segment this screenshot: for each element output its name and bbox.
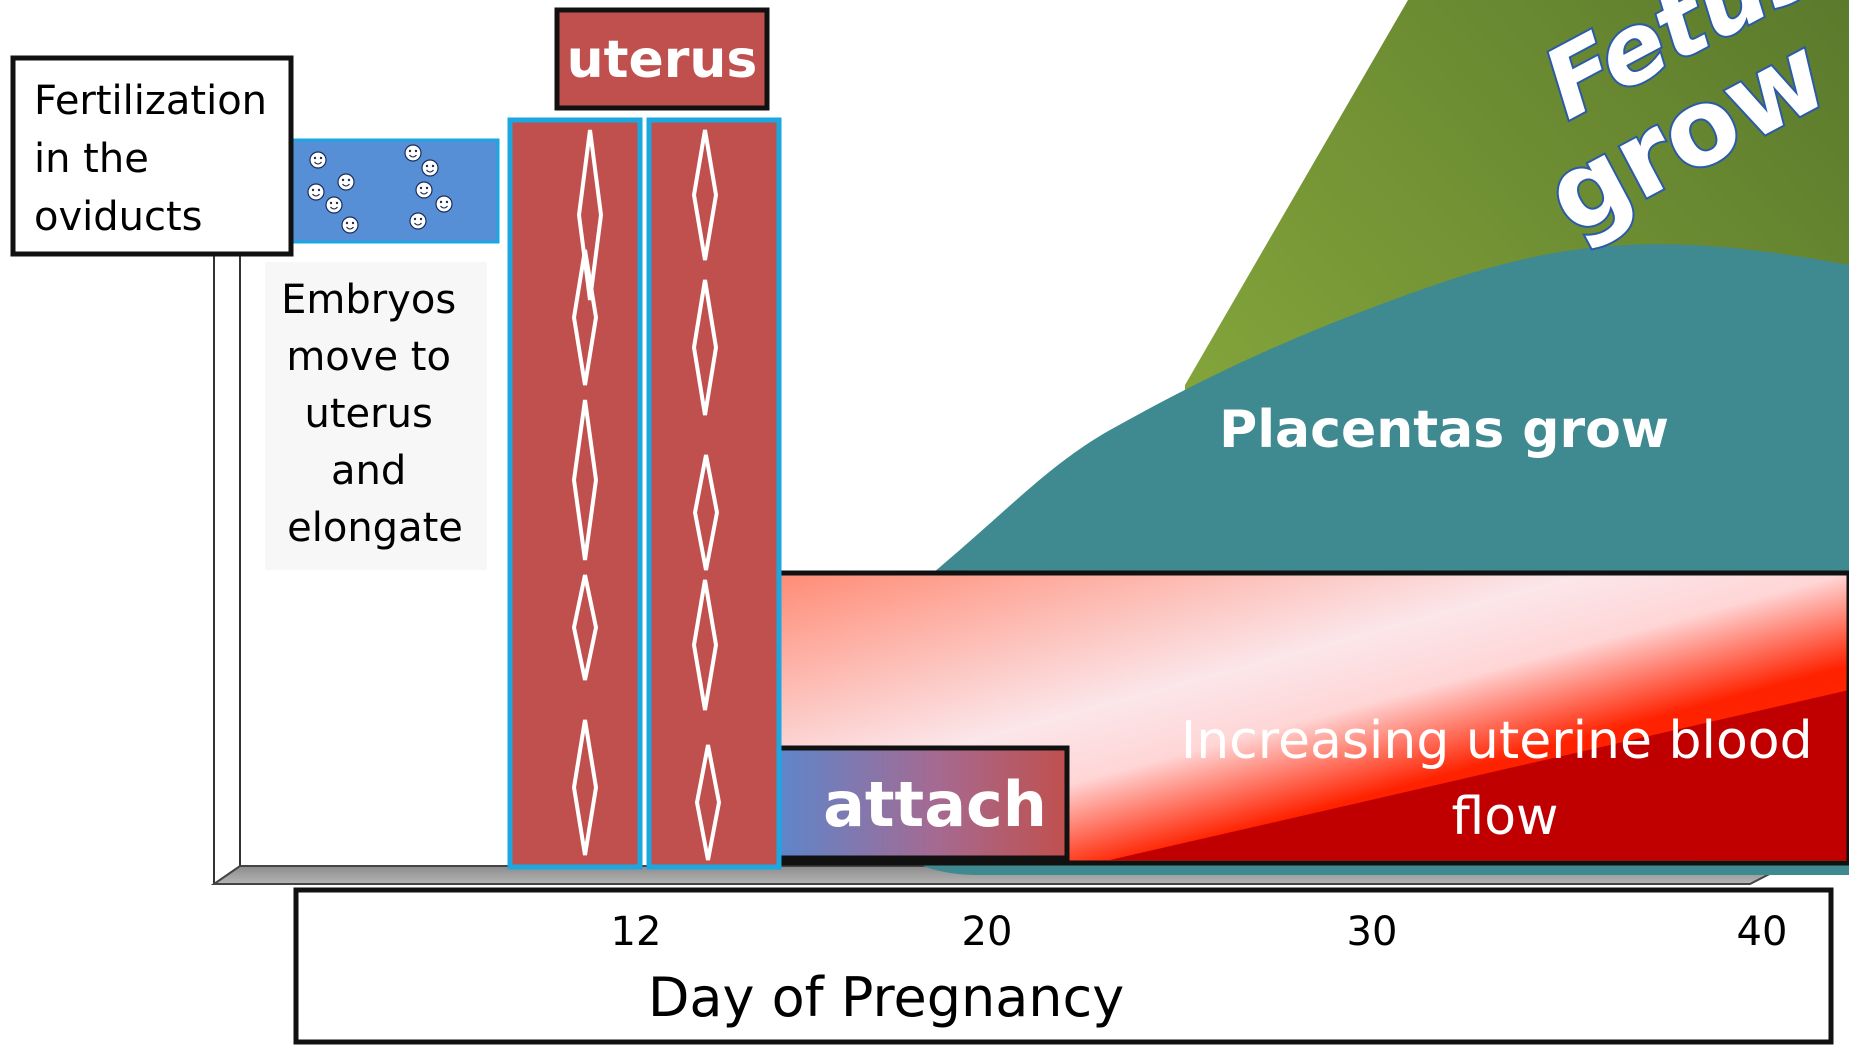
smiley-face-icon	[410, 213, 426, 229]
axis-tick-20: 20	[962, 909, 1013, 955]
embryos-move-label: Embryos move to uterus and elongate	[281, 277, 469, 551]
x-axis-title: Day of Pregnancy	[648, 966, 1124, 1029]
axis-tick-12: 12	[611, 909, 662, 955]
smiley-face-icon	[422, 160, 438, 176]
smiley-face-icon	[338, 174, 354, 190]
embryos-move-line-2: move to	[286, 334, 451, 380]
axis-back-wall	[214, 240, 240, 884]
embryos-move-line-3: uterus	[305, 391, 433, 437]
smiley-face-icon	[326, 197, 342, 213]
attach-label: attach	[823, 768, 1047, 841]
fertilization-line-3: oviducts	[34, 194, 203, 240]
smiley-face-icon	[308, 184, 324, 200]
fertilization-line-2: in the	[34, 136, 149, 182]
fertilization-line-1: Fertilization	[34, 78, 267, 124]
embryos-move-line-1: Embryos	[281, 277, 456, 323]
placentas-label: Placentas grow	[1219, 400, 1669, 460]
smiley-face-icon	[405, 145, 421, 161]
uterus-label: uterus	[567, 30, 758, 90]
smiley-face-icon	[310, 152, 326, 168]
smiley-face-icon	[416, 182, 432, 198]
smiley-face-icon	[342, 217, 358, 233]
blood-flow-line-1: Increasing uterine blood	[1181, 711, 1813, 771]
embryos-move-line-4: and	[331, 448, 406, 494]
embryos-move-line-5: elongate	[287, 505, 463, 551]
axis-tick-40: 40	[1737, 909, 1788, 955]
axis-tick-30: 30	[1347, 909, 1398, 955]
blood-flow-line-2: flow	[1451, 787, 1558, 847]
smiley-face-icon	[436, 196, 452, 212]
